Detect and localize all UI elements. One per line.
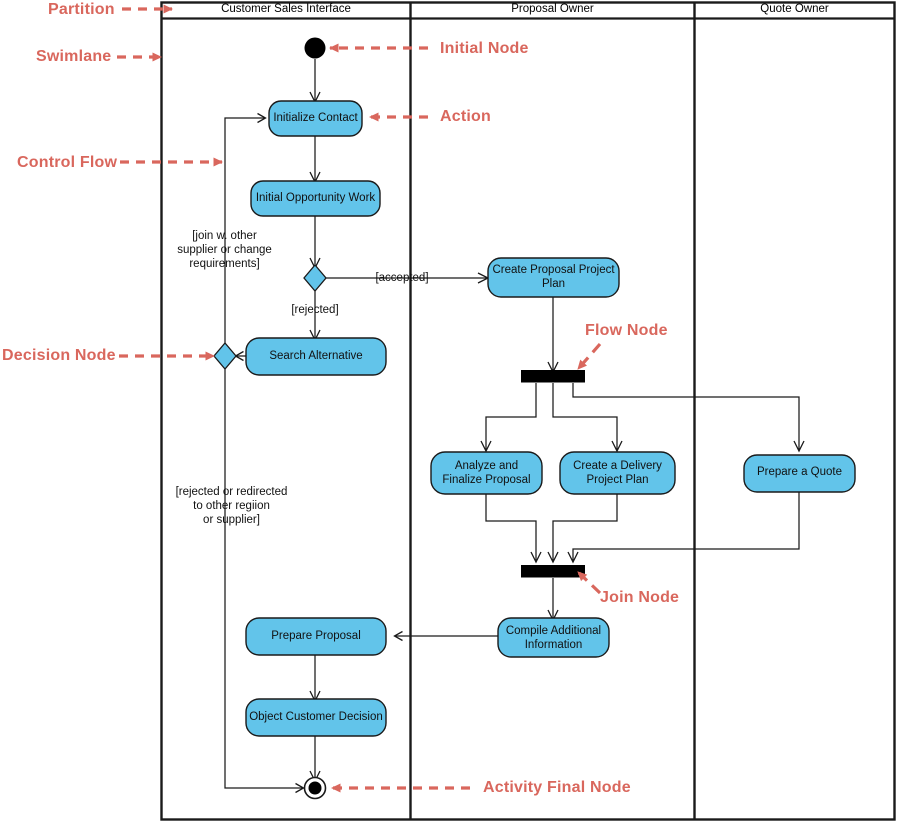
flow-delivery-to-join [547, 492, 618, 564]
action-search-alternative[interactable] [245, 337, 387, 376]
annotation-swimlane: Swimlane [36, 48, 112, 65]
partition-title-proposal-owner: Proposal Owner [511, 3, 594, 15]
flow-quote-to-join [567, 492, 800, 564]
action-object-customer-decision[interactable] [245, 698, 387, 737]
activity-final-node[interactable] [303, 776, 327, 800]
action-initial-opportunity-work[interactable] [250, 180, 381, 217]
action-create-proposal-project-plan[interactable] [487, 257, 620, 298]
action-compile-additional-information[interactable] [497, 617, 610, 658]
partition-frame [160, 1, 896, 821]
annotation-decision-node: Decision Node [2, 347, 116, 364]
flow-analyze-to-join [485, 492, 542, 564]
annotation-partition: Partition [48, 1, 115, 18]
action-initialize-contact[interactable] [268, 100, 363, 137]
guard-join-other-supplier: [join w. other supplier or change requir… [177, 230, 272, 270]
action-create-a-delivery-project-plan[interactable] [559, 451, 676, 495]
guard-rejected: [rejected] [291, 304, 339, 316]
action-prepare-a-quote[interactable] [743, 454, 856, 493]
annotation-leaders [117, 4, 602, 793]
partition-title-quote-owner: Quote Owner [760, 3, 829, 15]
initial-node[interactable] [304, 37, 326, 59]
flow-merge-to-final [224, 369, 305, 794]
action-analyze-and-finalize-proposal[interactable] [430, 451, 543, 495]
leader-join-node [576, 570, 602, 595]
guard-accepted: [accepted] [375, 272, 429, 284]
annotation-initial-node: Initial Node [440, 40, 529, 57]
join-node[interactable] [521, 565, 585, 578]
flow-fork-to-quote [572, 383, 805, 453]
fork-node[interactable] [521, 370, 585, 383]
flow-merge-to-initialize [224, 112, 267, 343]
leader-flow-node [576, 342, 602, 371]
annotation-control-flow: Control Flow [17, 154, 118, 171]
flow-fork-to-delivery [552, 383, 623, 453]
partition-title-customer-sales-interface: Customer Sales Interface [221, 3, 351, 15]
annotation-activity-final-node: Activity Final Node [483, 779, 631, 796]
annotation-action: Action [440, 108, 491, 125]
annotation-flow-node: Flow Node [585, 322, 668, 339]
guard-rejected-redirected: [rejected or redirected to other regiion… [175, 486, 288, 526]
flow-fork-to-analyze [480, 383, 537, 453]
annotation-join-node: Join Node [600, 589, 680, 606]
action-prepare-proposal[interactable] [245, 617, 387, 656]
